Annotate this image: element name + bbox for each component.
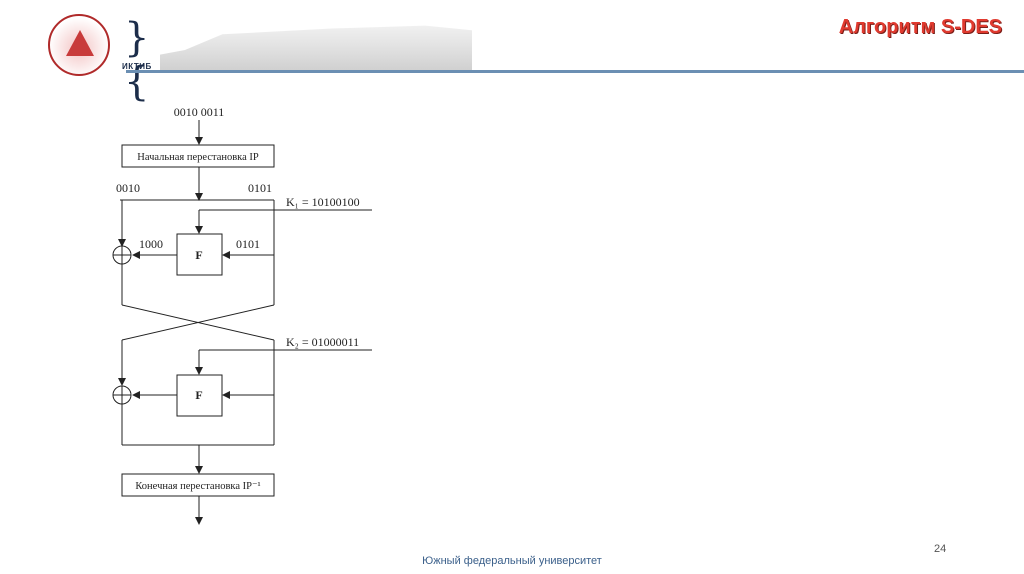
page-number: 24 (934, 543, 946, 555)
f1-output-label: 1000 (139, 237, 163, 251)
k1-label: K₁ = 10100100 (286, 195, 360, 209)
university-seal-logo (48, 14, 110, 76)
initial-permutation-label: Начальная перестановка IP (137, 152, 259, 163)
final-permutation-label: Конечная перестановка IP⁻¹ (135, 481, 260, 492)
page-title: Алгоритм S-DES (839, 16, 1002, 39)
sdes-flow-diagram: 0010 0011 Начальная перестановка IP 0010… (100, 100, 400, 530)
institute-logo: }{ ИКТИБ (122, 14, 156, 74)
k2-label: K₂ = 01000011 (286, 335, 359, 349)
input-value-label: 0010 0011 (174, 105, 225, 119)
building-banner-image (160, 14, 472, 72)
left-half-label: 0010 (116, 181, 140, 195)
slide-header: }{ ИКТИБ Алгоритм S-DES (0, 0, 1024, 80)
f2-function-label: F (195, 388, 202, 402)
footer-university-name: Южный федеральный университет (0, 555, 1024, 567)
header-divider (126, 70, 1024, 73)
right-half-label: 0101 (248, 181, 272, 195)
institute-logo-mark: }{ (124, 16, 156, 104)
f1-function-label: F (195, 248, 202, 262)
f1-input-label: 0101 (236, 237, 260, 251)
